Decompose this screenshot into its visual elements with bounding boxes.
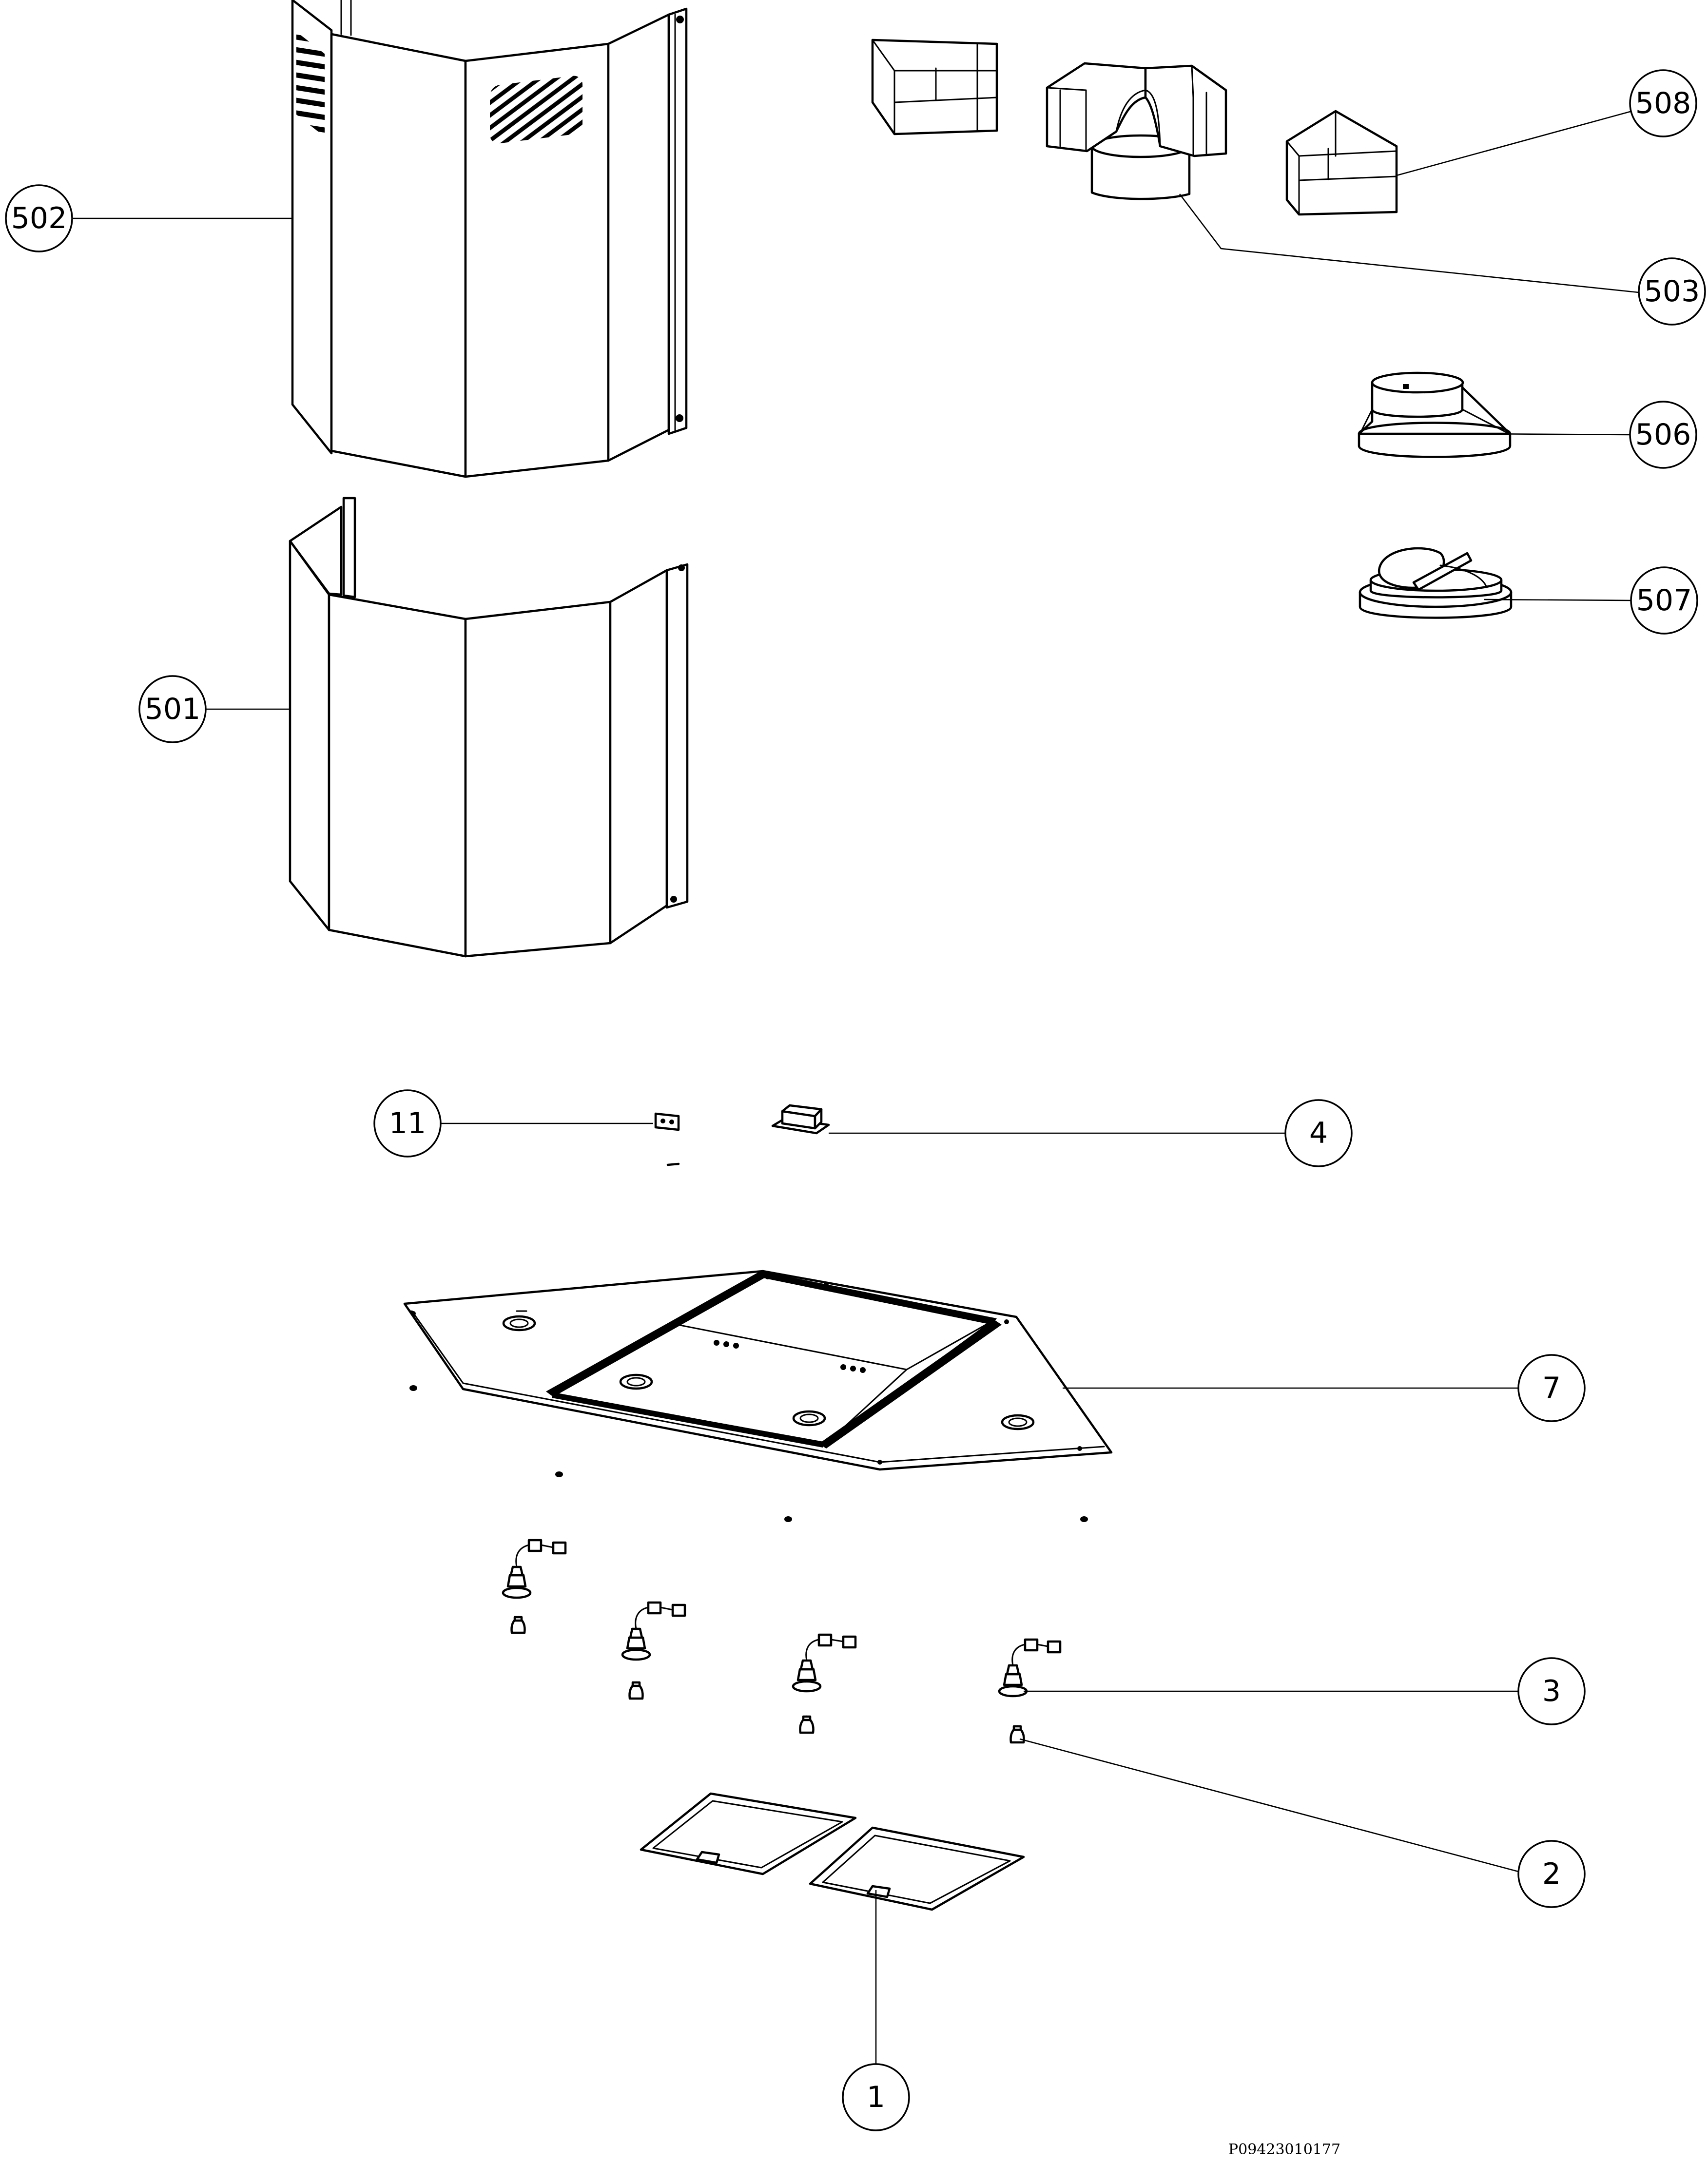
svg-text:7: 7 xyxy=(1542,1371,1561,1405)
svg-text:508: 508 xyxy=(1635,86,1691,120)
callout-501: 501 xyxy=(138,675,207,743)
y-duct-connector xyxy=(1046,62,1227,200)
control-switch xyxy=(771,1104,830,1135)
leader-lines xyxy=(73,110,1639,2064)
svg-text:2: 2 xyxy=(1542,1857,1561,1891)
hood-body xyxy=(403,1270,1113,1471)
svg-text:506: 506 xyxy=(1635,418,1691,452)
callout-3: 3 xyxy=(1517,1657,1586,1725)
grease-filter-left xyxy=(640,1792,857,1875)
lamp-holder-3 xyxy=(792,1633,857,1693)
callout-2: 2 xyxy=(1517,1840,1586,1908)
svg-text:503: 503 xyxy=(1644,274,1700,309)
callout-1: 1 xyxy=(842,2063,910,2131)
lamp-holder-4 xyxy=(998,1638,1062,1698)
drawing-code: P09423010177 xyxy=(1228,2141,1340,2158)
svg-text:4: 4 xyxy=(1309,1116,1328,1150)
lamp-holder-1 xyxy=(502,1539,567,1599)
svg-text:507: 507 xyxy=(1636,583,1692,618)
backdraft-damper xyxy=(1359,547,1513,619)
mounting-clip xyxy=(654,1112,680,1166)
left-duct-elbow xyxy=(871,39,998,135)
svg-text:502: 502 xyxy=(11,201,67,235)
callout-503: 503 xyxy=(1638,257,1706,326)
screws xyxy=(409,1385,1088,1522)
lamp-holder-2 xyxy=(621,1601,686,1661)
callout-508: 508 xyxy=(1629,69,1697,137)
lamp-bulb-2 xyxy=(628,1681,644,1700)
lamp-bulb-3 xyxy=(799,1715,815,1734)
svg-text:1: 1 xyxy=(867,2080,885,2114)
grease-filter-right xyxy=(809,1826,1025,1911)
right-duct-elbow xyxy=(1285,110,1398,216)
callout-4: 4 xyxy=(1284,1099,1353,1167)
callout-502: 502 xyxy=(5,184,73,252)
svg-text:3: 3 xyxy=(1542,1674,1561,1708)
callout-507: 507 xyxy=(1630,566,1698,635)
callout-506: 506 xyxy=(1629,401,1697,469)
lamp-bulb-1 xyxy=(510,1616,526,1634)
callout-7: 7 xyxy=(1517,1354,1586,1422)
upper-chimney-cover xyxy=(291,0,688,478)
lower-chimney-cover xyxy=(289,497,689,958)
round-duct-reducer xyxy=(1358,371,1512,458)
svg-text:11: 11 xyxy=(389,1106,426,1140)
svg-text:501: 501 xyxy=(145,692,201,726)
lamp-bulb-4 xyxy=(1009,1725,1025,1744)
callout-11: 11 xyxy=(373,1089,442,1158)
